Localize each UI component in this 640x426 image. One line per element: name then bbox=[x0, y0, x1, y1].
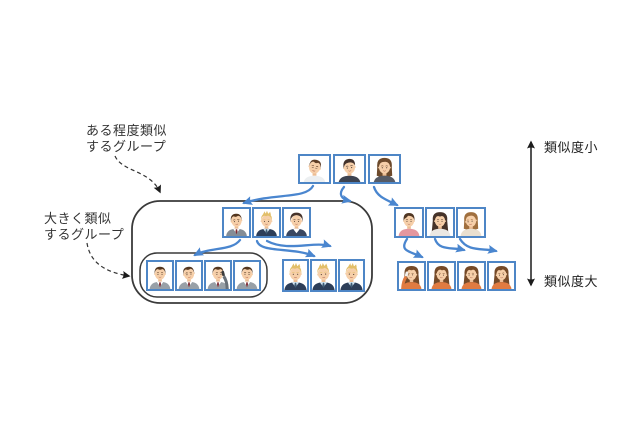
female-faces-cluster bbox=[394, 207, 486, 238]
man-brown-hair-gray-suit-icon bbox=[222, 207, 251, 238]
annotation-line: するグループ bbox=[86, 138, 167, 154]
dashed-arrow-strongly-similar bbox=[86, 242, 131, 279]
root-similarity-cluster bbox=[298, 154, 401, 184]
arrow-root-to-female-cluster bbox=[372, 185, 399, 207]
arrow-male-to-blonde-group bbox=[255, 239, 316, 258]
man-gray-suit-front-icon bbox=[233, 260, 261, 291]
man-blonde-spiky-icon bbox=[282, 259, 309, 292]
annotation-line: するグループ bbox=[44, 226, 125, 242]
blonde-man-group bbox=[282, 259, 365, 292]
person-swept-dark-hair-icon bbox=[333, 154, 366, 184]
man-blonde-spiky-icon bbox=[338, 259, 365, 292]
woman-brown-bob-icon bbox=[368, 154, 401, 184]
arrow-female-to-identical-woman-group bbox=[403, 237, 424, 259]
dashed-arrow-somewhat-similar bbox=[114, 155, 161, 194]
similarity-low-label: 類似度小 bbox=[544, 140, 599, 155]
annotation-line: 大きく類似 bbox=[44, 211, 112, 226]
man-blonde-spiky-icon bbox=[252, 207, 281, 238]
arrow-root-to-male-cluster bbox=[242, 184, 315, 205]
annotation-line: ある程度類似 bbox=[86, 123, 168, 138]
arrow-male-branch-right bbox=[265, 239, 332, 248]
man-bowing-head-icon bbox=[298, 154, 331, 184]
arrow-female-branch-right-2 bbox=[458, 237, 498, 254]
annotation-somewhat-similar-group: ある程度類似 するグループ bbox=[86, 123, 167, 154]
woman-orange-top-icon bbox=[487, 261, 516, 291]
similarity-high-label: 類似度大 bbox=[544, 274, 599, 289]
man-gray-suit-tilt-icon bbox=[175, 260, 203, 291]
identical-man-group bbox=[146, 260, 261, 291]
arrow-root-branch-stub bbox=[339, 185, 352, 204]
woman-orange-top-phone-icon bbox=[397, 261, 426, 291]
arrow-female-branch-right-1 bbox=[433, 237, 466, 253]
arrow-male-to-identical-man-group bbox=[193, 238, 242, 257]
male-faces-cluster bbox=[222, 207, 311, 238]
man-gray-suit-front-icon bbox=[146, 260, 174, 291]
woman-side-bangs-pink-top-icon bbox=[394, 207, 424, 238]
woman-long-dark-hair-icon bbox=[425, 207, 455, 238]
man-gray-suit-phone-icon bbox=[204, 260, 232, 291]
woman-light-brown-hair-looking-left-icon bbox=[456, 207, 486, 238]
man-blonde-spiky-icon bbox=[310, 259, 337, 292]
woman-orange-top-icon bbox=[457, 261, 486, 291]
man-dark-fluffy-hair-icon bbox=[282, 207, 311, 238]
annotation-strongly-similar-group: 大きく類似 するグループ bbox=[44, 211, 124, 242]
identical-woman-group bbox=[397, 261, 516, 291]
woman-orange-top-icon bbox=[427, 261, 456, 291]
